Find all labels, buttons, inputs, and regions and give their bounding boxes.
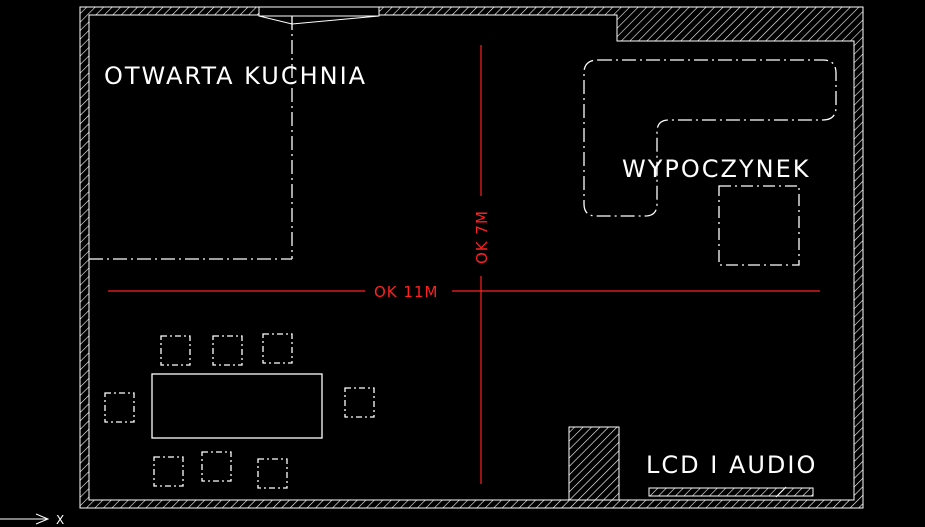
- wall-column: [568, 426, 620, 501]
- dining-chair: [344, 387, 375, 418]
- dining-chair: [212, 335, 243, 366]
- dining-chair: [104, 392, 135, 423]
- dining-chair: [201, 451, 232, 482]
- dimension-horizontal-label: OK 11M: [374, 283, 438, 301]
- coffee-table: [718, 185, 800, 266]
- media-cabinet-mark: [775, 486, 787, 498]
- kitchen-label: OTWARTA KUCHNIA: [104, 62, 367, 90]
- lounge-label: WYPOCZYNEK: [622, 155, 810, 183]
- dining-chair: [160, 335, 191, 366]
- dining-chair: [262, 333, 293, 364]
- media-cabinet: [648, 487, 814, 497]
- outer-walls: [79, 6, 864, 509]
- dimension-vertical-label: OK 7M: [473, 210, 491, 264]
- dining-table: [151, 373, 323, 439]
- dining-set: [104, 333, 375, 489]
- window-opening: [258, 6, 380, 25]
- x-axis-arrowhead: [35, 513, 50, 525]
- dining-chair: [257, 458, 288, 489]
- media-label: LCD I AUDIO: [646, 451, 817, 479]
- sofa-outline: [583, 59, 837, 217]
- kitchen-zone: [89, 16, 293, 260]
- dining-chair: [153, 456, 184, 487]
- wall-outline-inner: [88, 14, 855, 501]
- axis-indicator: [0, 513, 50, 525]
- dimension-lines: [108, 45, 820, 484]
- x-axis-label: X: [56, 513, 64, 527]
- wall-outline-outer: [79, 6, 864, 509]
